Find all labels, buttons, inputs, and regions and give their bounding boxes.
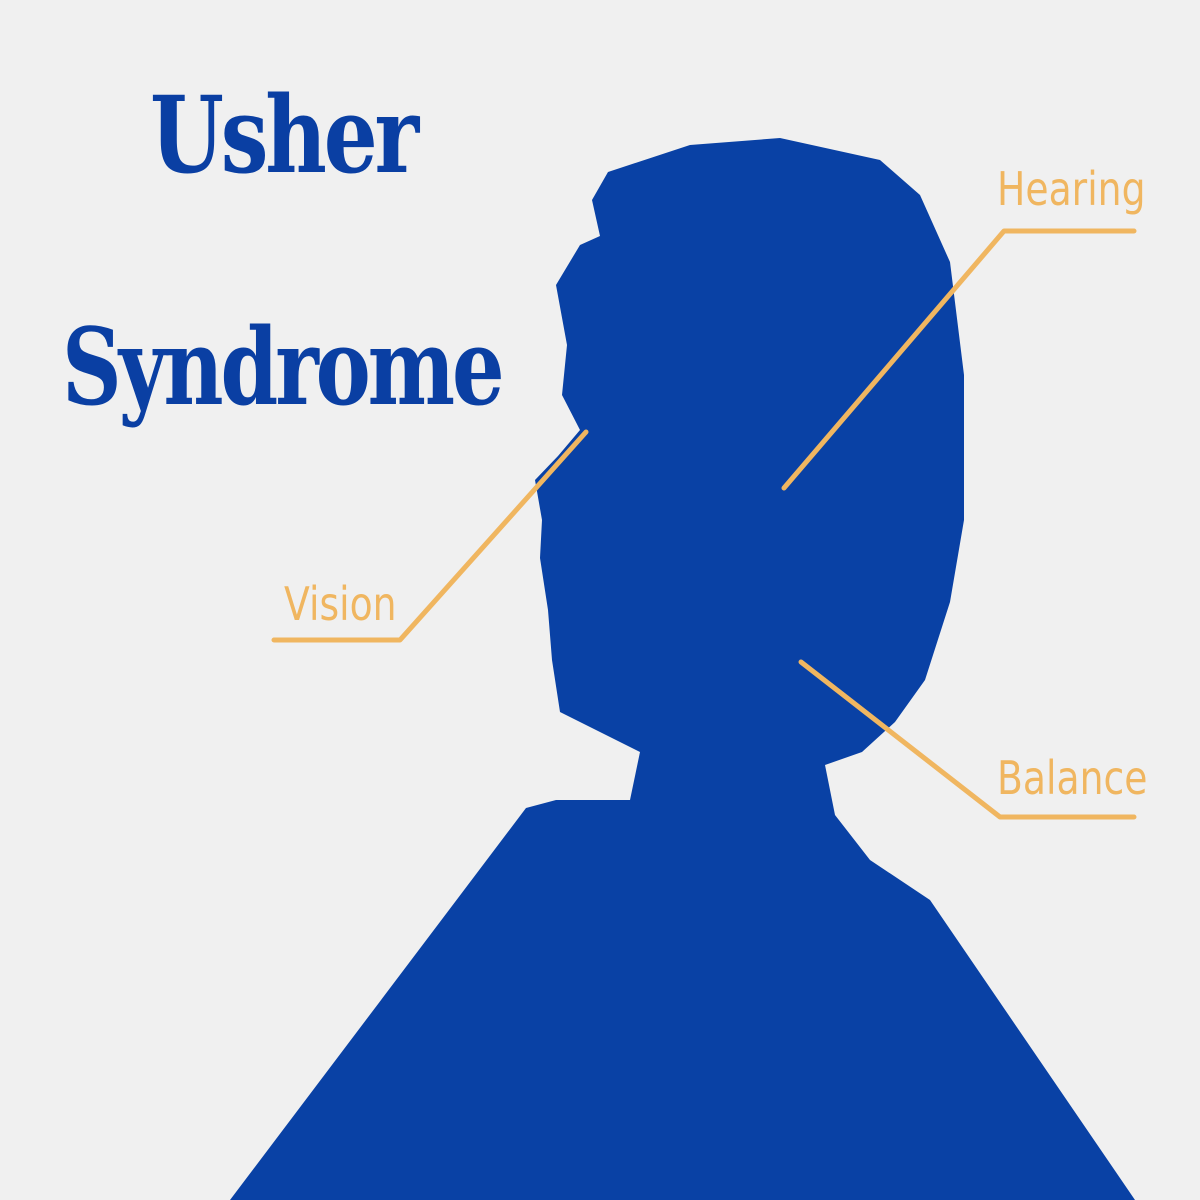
balance-pointer-line [798, 659, 1137, 820]
head-silhouette [230, 138, 1135, 1200]
title-line-usher: Usher [150, 72, 419, 197]
vision-pointer-line [271, 429, 589, 643]
balance-label: Balance [997, 751, 1148, 805]
hearing-pointer-line [781, 228, 1137, 491]
title-line-syndrome: Syndrome [62, 304, 505, 429]
hearing-label: Hearing [997, 162, 1146, 216]
vision-label: Vision [284, 577, 397, 631]
